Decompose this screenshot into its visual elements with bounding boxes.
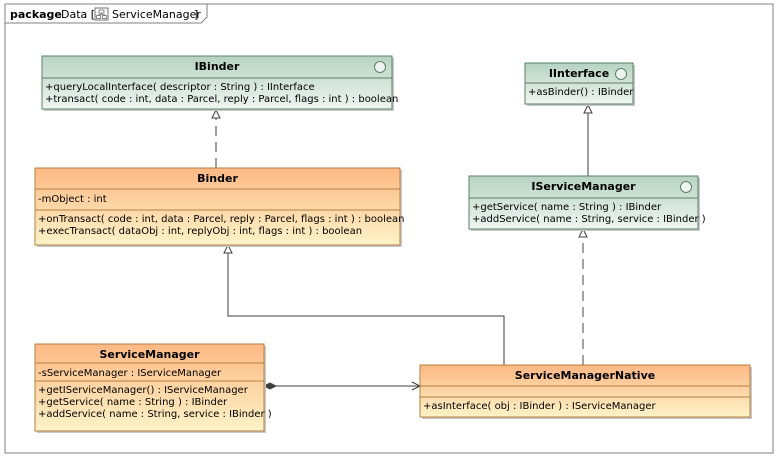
class-box-iservicemanager[interactable]: IServiceManager +getService( name : Strin… <box>468 175 706 231</box>
class-operation: +getService( name : String ) : IBinder <box>38 397 228 408</box>
class-operation: +transact( code : int, data : Parcel, re… <box>45 94 398 105</box>
class-name: IBinder <box>195 60 240 73</box>
hollow-triangle-arrowhead <box>211 108 221 119</box>
class-operation: +queryLocalInterface( descriptor : Strin… <box>45 82 315 93</box>
interface-circle-icon <box>374 61 386 73</box>
class-name: ServiceManager <box>99 348 200 361</box>
package-frame: package Data [ ServiceManager ] <box>4 3 774 454</box>
box-body <box>34 167 401 246</box>
interface-circle-icon <box>680 181 692 193</box>
class-attribute: -mObject : int <box>38 194 107 205</box>
class-box-servicemanager[interactable]: ServiceManager -sServiceManager : IServic… <box>34 343 272 433</box>
class-attribute: -sServiceManager : IServiceManager <box>38 368 222 379</box>
realization-servicemanagernative-iservicemanager <box>578 227 588 365</box>
box-body <box>419 364 751 418</box>
filled-diamond-icon <box>262 382 278 390</box>
class-operation: +execTransact( dataObj : int, replyObj :… <box>38 226 362 237</box>
relationships <box>211 103 593 391</box>
interface-circle-icon <box>615 68 627 80</box>
package-name: Data [ <box>61 8 95 21</box>
package-keyword: package <box>10 8 62 21</box>
class-name: IInterface <box>549 67 609 80</box>
diagram-name: ServiceManager <box>112 8 201 21</box>
class-box-ibinder[interactable]: IBinder +queryLocalInterface( descriptor … <box>41 55 398 111</box>
class-name: ServiceManagerNative <box>515 369 655 382</box>
class-operation: +onTransact( code : int, data : Parcel, … <box>38 214 405 225</box>
box-body <box>41 55 393 110</box>
class-box-servicemanagernative[interactable]: ServiceManagerNative +asInterface( obj : … <box>419 364 752 419</box>
hollow-triangle-arrowhead <box>583 103 593 114</box>
generalization-servicemanagernative-binder <box>223 243 505 365</box>
class-operation: +asBinder() : IBinder <box>528 87 634 98</box>
hollow-triangle-arrowhead <box>223 243 233 254</box>
class-name: IServiceManager <box>531 180 636 193</box>
diagram-icon <box>94 7 109 21</box>
class-boxes: IBinder +queryLocalInterface( descriptor … <box>34 55 752 433</box>
class-operation: +addService( name : String, service : IB… <box>38 409 272 420</box>
class-operation: +getIServiceManager() : IServiceManager <box>38 385 249 396</box>
class-operation: +addService( name : String, service : IB… <box>472 214 706 225</box>
class-operation: +asInterface( obj : IBinder ) : IService… <box>423 401 657 412</box>
class-operation: +getService( name : String ) : IBinder <box>472 202 662 213</box>
generalization-iservicemanager-iinterface <box>583 103 593 176</box>
package-name-close: ] <box>194 8 198 21</box>
box-body <box>34 343 265 432</box>
hollow-triangle-arrowhead <box>578 227 588 238</box>
composition-servicemanager-servicemanagernative <box>262 381 422 391</box>
class-name: Binder <box>197 172 238 185</box>
class-box-binder[interactable]: Binder -mObject : int +onTransact( code : … <box>34 167 405 247</box>
box-body <box>468 175 699 230</box>
class-box-iinterface[interactable]: IInterface +asBinder() : IBinder <box>524 62 635 106</box>
realization-binder-ibinder <box>211 108 221 168</box>
